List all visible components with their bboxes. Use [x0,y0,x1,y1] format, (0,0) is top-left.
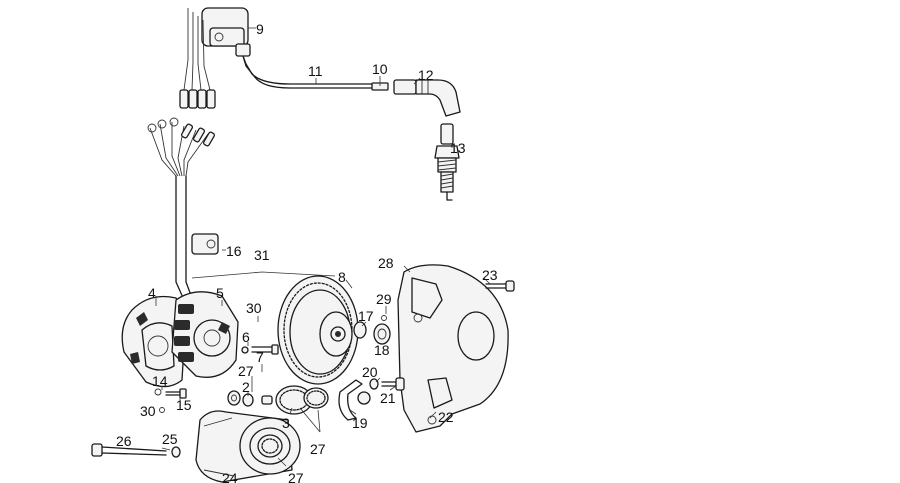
callout-10: 10 [372,61,388,77]
starter-motor [195,410,301,483]
callout-23: 23 [482,267,498,283]
callout-9: 9 [256,21,264,37]
callout-22: 22 [438,409,454,425]
callout-18: 18 [374,342,390,358]
leader-lines [155,27,491,467]
callout-6: 6 [242,329,250,345]
callout-16: 16 [226,243,242,259]
ignition-coil [201,7,373,89]
callout-29: 29 [376,291,392,307]
callout-19: 19 [352,415,368,431]
stator-coil-assembly [171,291,239,378]
small-screw [154,388,187,413]
callout-3: 3 [282,415,290,431]
callout-2: 2 [242,379,250,395]
callout-5: 5 [216,285,224,301]
callout-27-gears: 27 [310,441,326,457]
callout-14: 14 [152,373,168,389]
callout-7: 7 [256,349,264,365]
callout-24: 24 [222,470,238,483]
callout-30: 30 [246,300,262,316]
callout-12: 12 [418,67,434,83]
pin-and-washer [241,344,279,355]
callout-15: 15 [176,397,192,413]
callout-25: 25 [162,431,178,447]
callout-20: 20 [362,364,378,380]
starter-long-bolt [91,443,181,458]
spark-plug [434,123,460,201]
callout-31: 31 [254,247,270,263]
callout-11: 11 [308,63,323,79]
starter-gear-set [227,385,329,415]
callout-21: 21 [380,390,396,406]
flywheel-nut-washer [353,315,391,345]
stator-backplate [121,295,187,388]
callout-labels: 9 11 10 12 13 16 31 8 28 23 4 5 30 29 17… [116,21,498,483]
alternator-side-cover [397,264,509,433]
callout-28: 28 [378,255,394,271]
coil-wire-bundle [179,8,216,109]
callout-17: 17 [358,308,374,324]
stator-harness [147,117,336,301]
callout-27-starter: 27 [288,470,304,483]
callout-8: 8 [338,269,346,285]
flywheel-ring-gear [277,275,359,385]
callout-27: 27 [238,363,254,379]
callout-30-lower: 30 [140,403,156,419]
callout-4: 4 [148,285,156,301]
callout-26: 26 [116,433,132,449]
callout-13: 13 [450,140,466,156]
ht-lead-and-cap [371,79,461,117]
